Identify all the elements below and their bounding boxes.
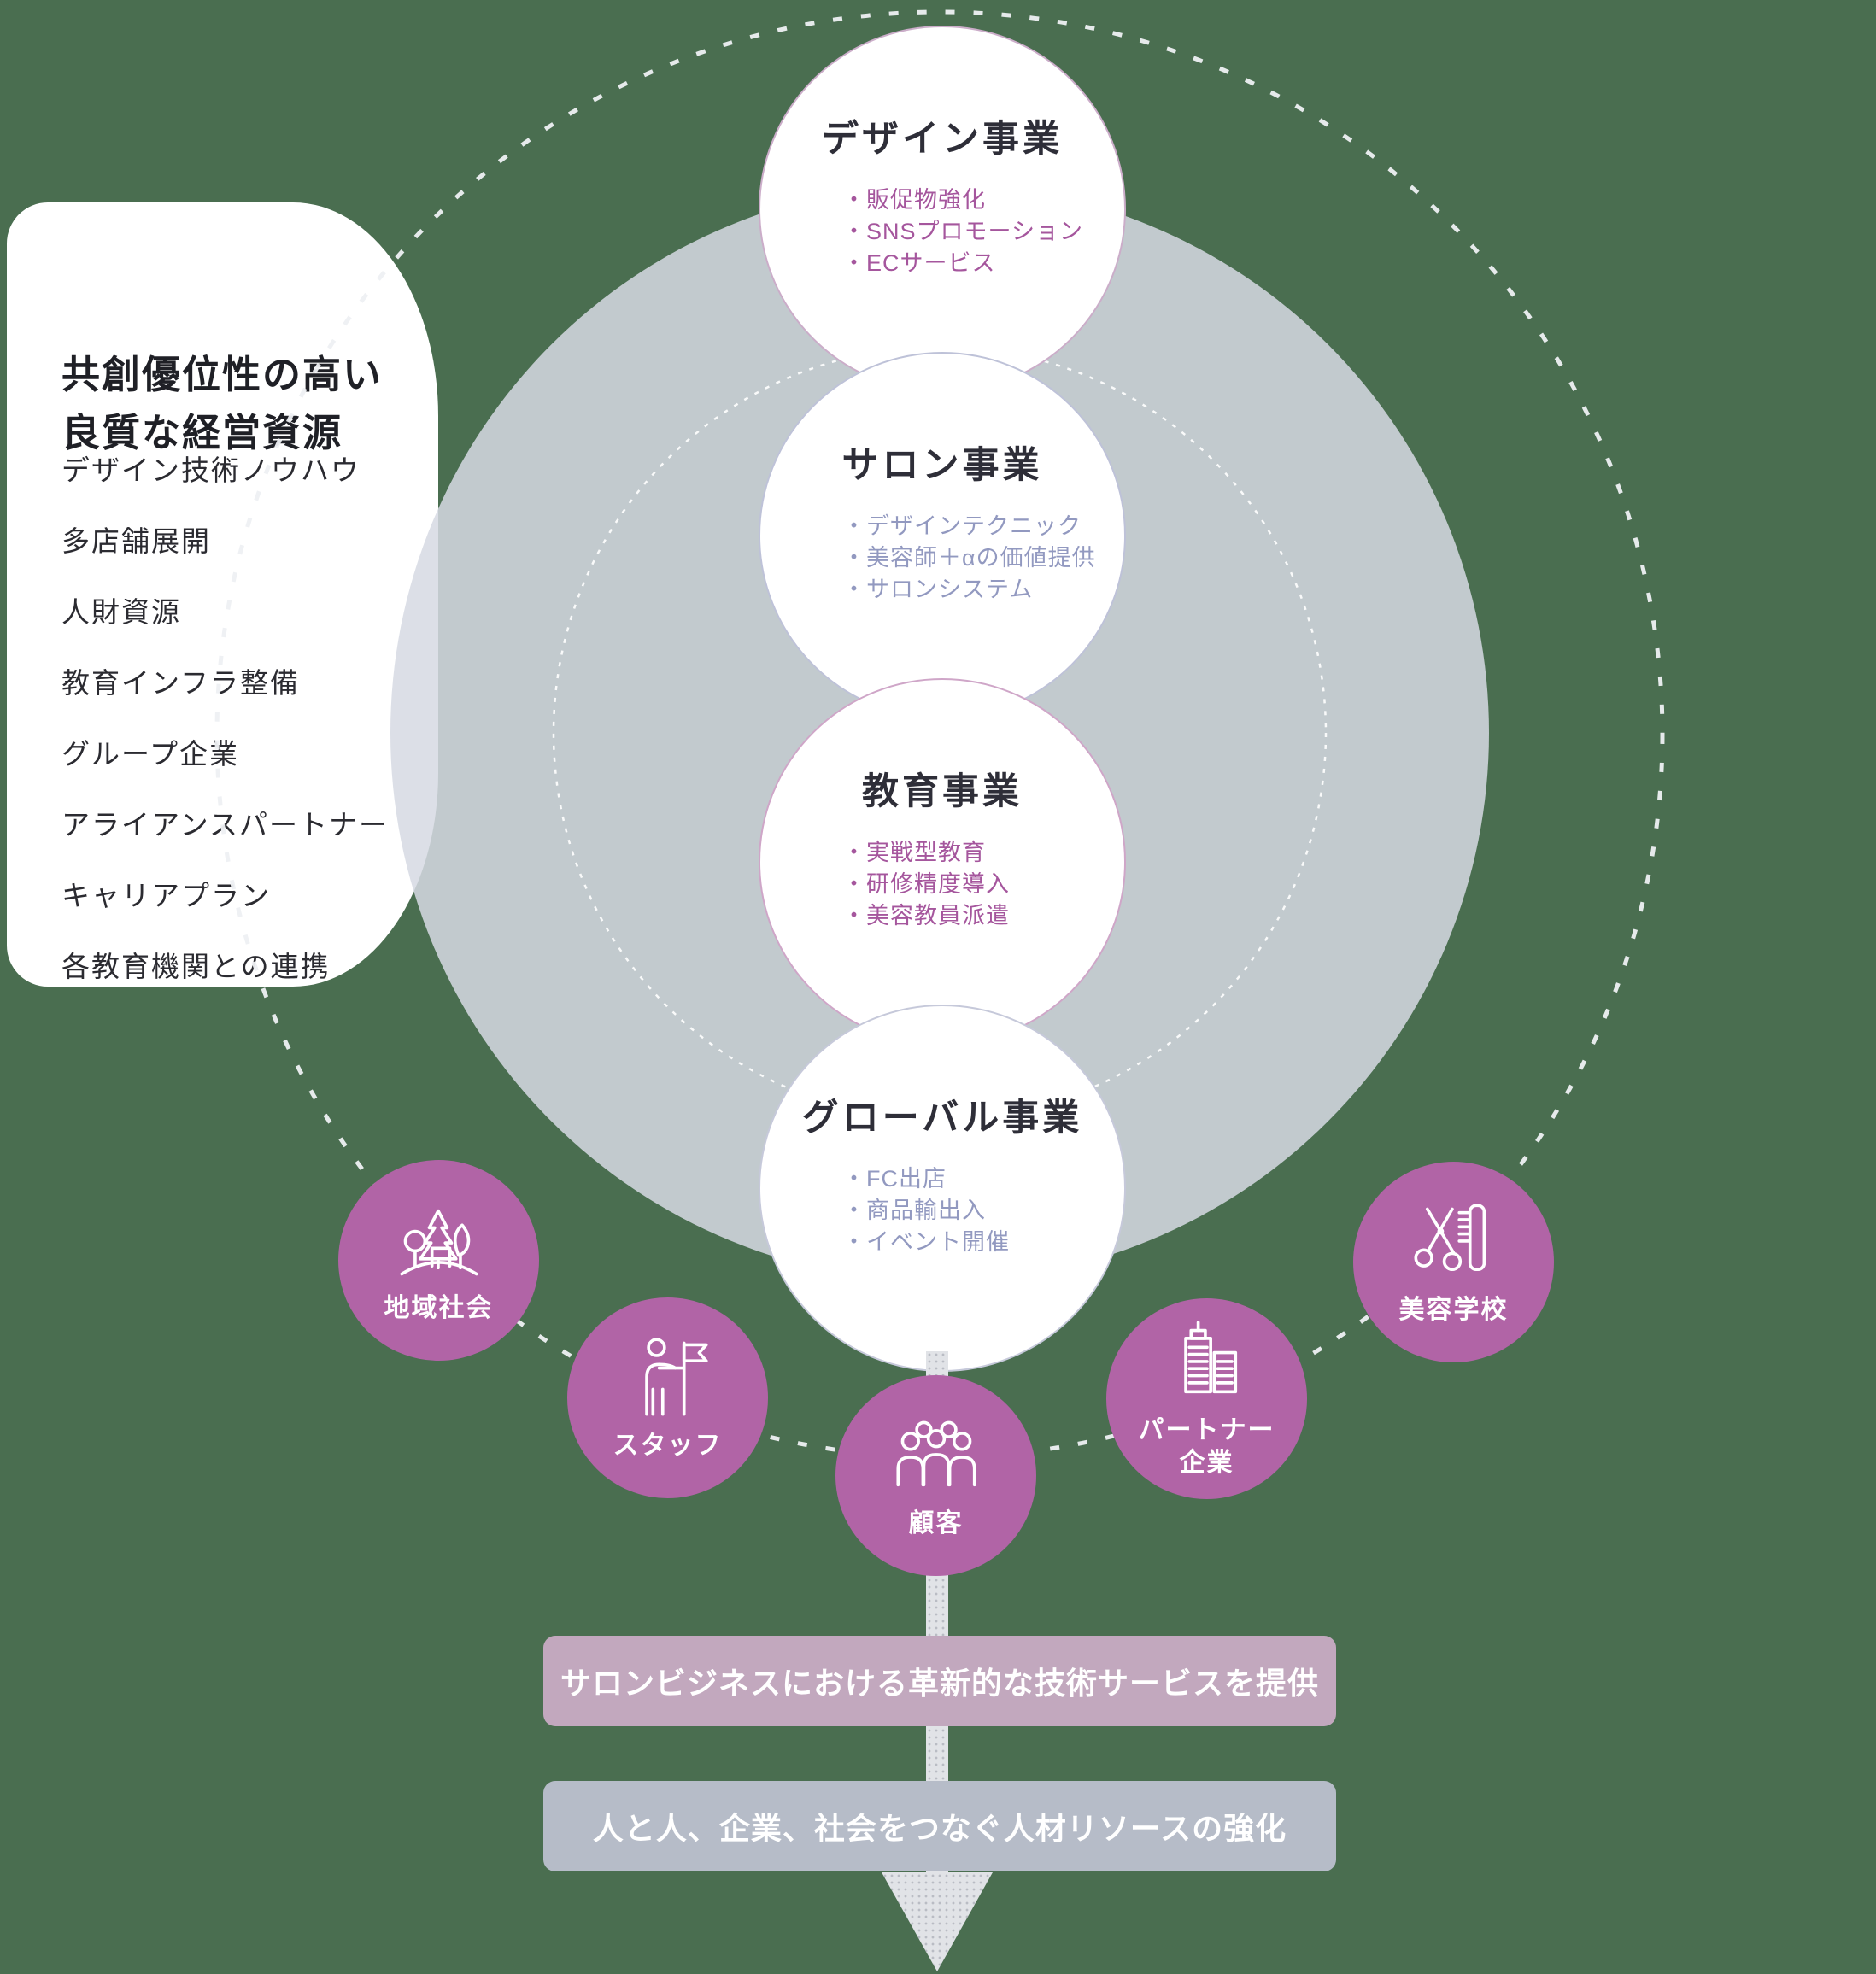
flow-arrow-head xyxy=(882,1872,993,1971)
buildings-icon xyxy=(1183,1320,1237,1393)
outcome-banner-text: 人と人、企業、社会をつなぐ人材リソースの強化 xyxy=(592,1811,1287,1846)
resources-bubble: 共創優位性の高い 良質な経営資源 デザイン技術ノウハウ 多店舗展開 人財資源 教… xyxy=(7,202,438,987)
stakeholder-label: 地域社会 xyxy=(384,1293,494,1322)
business-item: ・SNSプロモーション xyxy=(842,219,1083,244)
resources-list: デザイン技術ノウハウ 多店舗展開 人財資源 教育インフラ整備 グループ企業 アラ… xyxy=(62,432,389,999)
stakeholder-label: パートナー 企業 xyxy=(1138,1415,1275,1477)
resource-item: キャリアプラン xyxy=(62,879,271,911)
business-title: グローバル事業 xyxy=(801,1098,1083,1139)
stakeholder-staff: スタッフ xyxy=(567,1297,768,1498)
stakeholder-label: 美容学校 xyxy=(1398,1295,1509,1324)
business-item: ・研修精度導入 xyxy=(842,871,1010,897)
resource-item: グループ企業 xyxy=(62,737,240,770)
stakeholder-beauty-school: 美容学校 xyxy=(1353,1162,1554,1362)
business-title: 教育事業 xyxy=(862,771,1023,812)
resource-item: デザイン技術ノウハウ xyxy=(62,454,361,486)
scissors-comb-icon xyxy=(1413,1204,1486,1271)
people-group-icon xyxy=(895,1420,976,1486)
business-item: ・実戦型教育 xyxy=(842,840,986,865)
business-circle-salon: サロン事業 ・デザインテクニック ・美容師＋αの価値提供 ・サロンシステム xyxy=(759,352,1126,719)
business-title: サロン事業 xyxy=(841,445,1043,486)
resource-item: アライアンスパートナー xyxy=(62,808,390,841)
business-item: ・イベント開催 xyxy=(842,1229,1010,1255)
business-item: ・美容教員派遣 xyxy=(842,903,1010,928)
resource-item: 多店舗展開 xyxy=(62,524,211,557)
business-item: ・ECサービス xyxy=(842,250,996,276)
business-item: ・販促物強化 xyxy=(842,187,986,213)
trees-icon xyxy=(400,1209,478,1275)
stakeholder-label: スタッフ xyxy=(613,1431,723,1460)
business-circle-education: 教育事業 ・実戦型教育 ・研修精度導入 ・美容教員派遣 xyxy=(759,678,1126,1046)
business-circle-global: グローバル事業 ・FC出店 ・商品輸出入 ・イベント開催 xyxy=(759,1005,1126,1372)
resource-item: 各教育機関との連携 xyxy=(62,950,331,982)
stakeholder-label: 顧客 xyxy=(908,1508,964,1538)
business-list: ・販促物強化 ・SNSプロモーション ・ECサービス xyxy=(842,185,1124,279)
outcome-banner-technology: サロンビジネスにおける革新的な技術サービスを提供 xyxy=(543,1636,1336,1726)
business-item: ・サロンシステム xyxy=(842,577,1034,602)
business-title: デザイン事業 xyxy=(822,119,1063,160)
business-item: ・FC出店 xyxy=(842,1166,947,1192)
resource-item: 人財資源 xyxy=(62,595,181,628)
stakeholder-partner-companies: パートナー 企業 xyxy=(1106,1298,1307,1499)
business-item: ・デザインテクニック xyxy=(842,513,1082,539)
person-flag-icon xyxy=(644,1337,708,1415)
business-item: ・商品輸出入 xyxy=(842,1198,986,1223)
business-list: ・実戦型教育 ・研修精度導入 ・美容教員派遣 xyxy=(842,837,1124,932)
stakeholder-community: 地域社会 xyxy=(338,1160,539,1361)
business-list: ・FC出店 ・商品輸出入 ・イベント開催 xyxy=(842,1163,1124,1258)
business-item: ・美容師＋αの価値提供 xyxy=(842,545,1096,571)
business-circle-design: デザイン事業 ・販促物強化 ・SNSプロモーション ・ECサービス xyxy=(759,26,1126,393)
outcome-banner-text: サロンビジネスにおける革新的な技術サービスを提供 xyxy=(560,1666,1319,1701)
resource-item: 教育インフラ整備 xyxy=(62,666,301,699)
outcome-banner-human-resources: 人と人、企業、社会をつなぐ人材リソースの強化 xyxy=(543,1781,1336,1871)
stakeholder-customers: 顧客 xyxy=(835,1375,1036,1576)
business-list: ・デザインテクニック ・美容師＋αの価値提供 ・サロンシステム xyxy=(842,511,1124,606)
